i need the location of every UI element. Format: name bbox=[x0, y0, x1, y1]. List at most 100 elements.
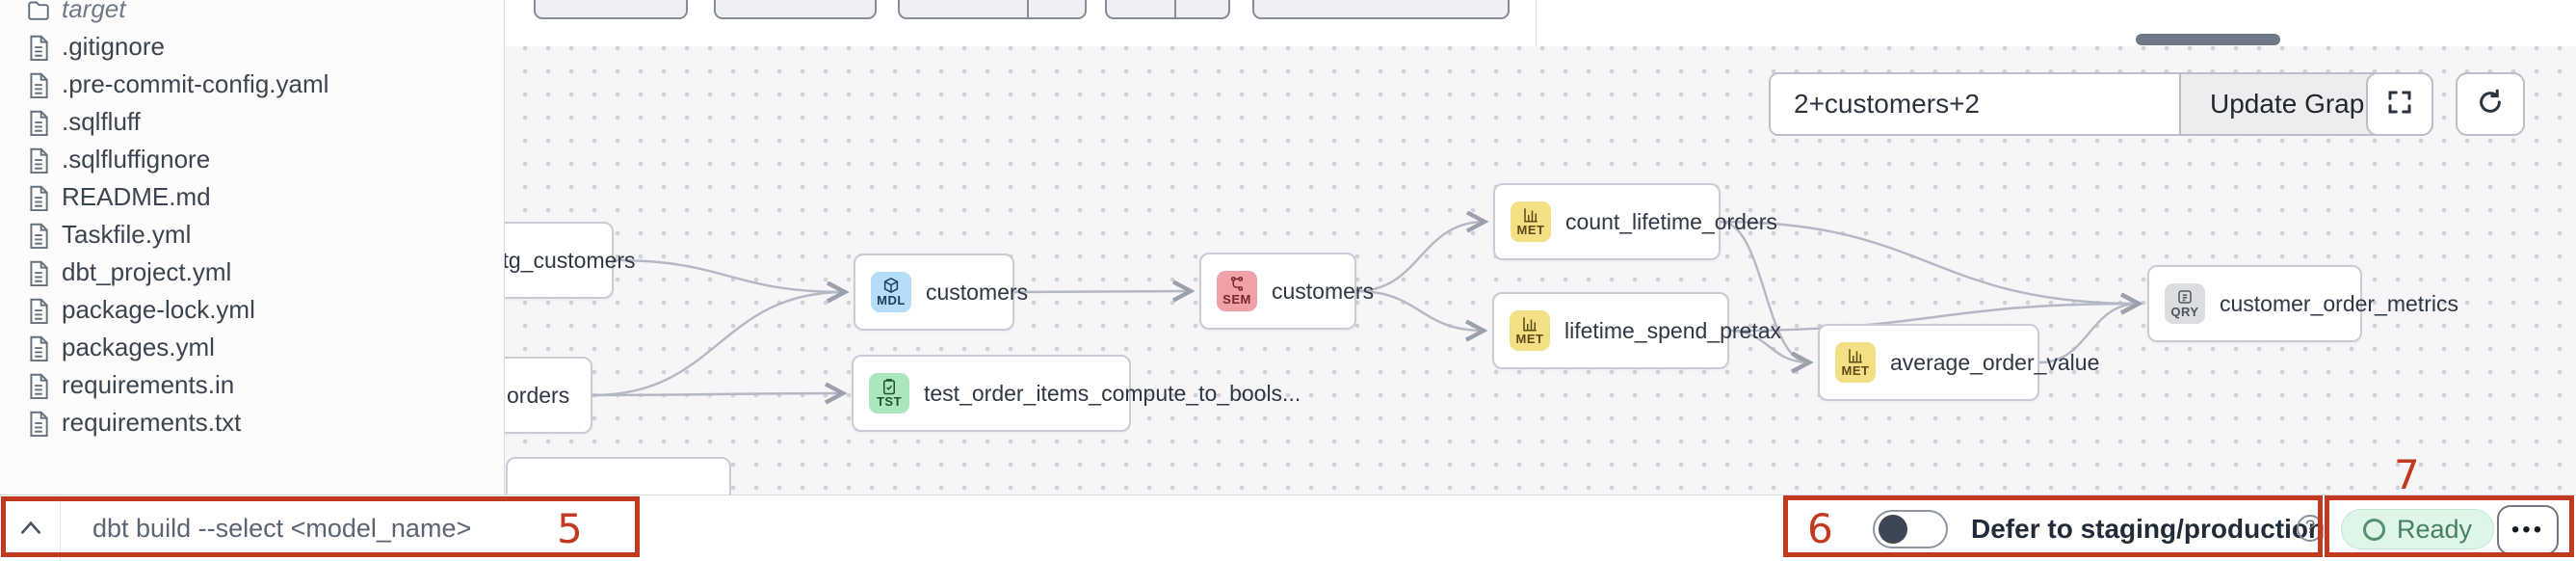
file-tree-sidebar: target .gitignore .pre-commit-config.yaml.… bbox=[0, 0, 505, 494]
file-tree-item[interactable]: packages.yml bbox=[0, 329, 504, 366]
model-icon: MDL bbox=[871, 272, 911, 312]
file-name: target bbox=[62, 0, 126, 23]
button-divider bbox=[1174, 0, 1176, 17]
lineage-node-count_lifetime_orders[interactable]: MET count_lifetime_orders bbox=[1493, 183, 1777, 260]
refresh-icon bbox=[2476, 88, 2505, 121]
file-tree-item[interactable]: .sqlfluff bbox=[0, 103, 504, 141]
lineage-node-lifetime_spend_pretax[interactable]: MET lifetime_spend_pretax bbox=[1492, 292, 1781, 369]
lineage-node-orders[interactable]: MDLorders bbox=[504, 357, 592, 434]
lineage-node-average_order_value[interactable]: MET average_order_value bbox=[1818, 324, 2099, 401]
dbt-command-input[interactable]: dbt build --select <model_name> bbox=[92, 514, 472, 543]
file-tree-item[interactable]: .sqlfluffignore bbox=[0, 141, 504, 178]
node-label: customer_order_metrics bbox=[2220, 290, 2458, 316]
file-icon bbox=[26, 109, 51, 136]
file-name: .sqlfluffignore bbox=[62, 145, 211, 174]
expand-panel-button[interactable] bbox=[13, 513, 48, 546]
toolbar-button[interactable] bbox=[898, 0, 1087, 19]
file-icon bbox=[26, 184, 51, 211]
toolbar-button[interactable] bbox=[534, 0, 688, 19]
partial-node[interactable] bbox=[506, 457, 731, 494]
toolbar-button[interactable] bbox=[714, 0, 877, 19]
toggle-knob bbox=[1879, 515, 1907, 544]
node-label: customers bbox=[926, 279, 1029, 305]
node-badge: QRY bbox=[2170, 305, 2199, 319]
semantic-icon: SEM bbox=[1217, 271, 1257, 311]
horizontal-scrollbar-thumb[interactable] bbox=[2136, 34, 2280, 45]
file-tree-item[interactable]: package-lock.yml bbox=[0, 291, 504, 329]
file-name: packages.yml bbox=[62, 333, 215, 361]
file-tree-item[interactable]: README.md bbox=[0, 178, 504, 216]
metric-icon: MET bbox=[1511, 201, 1551, 242]
toolbar-button[interactable] bbox=[1252, 0, 1510, 19]
toolbar-button[interactable] bbox=[1105, 0, 1230, 19]
refresh-button[interactable] bbox=[2456, 72, 2525, 136]
lineage-node-customer_order_metrics[interactable]: QRY customer_order_metrics bbox=[2147, 265, 2458, 342]
lineage-edges bbox=[591, 46, 2576, 494]
lineage-node-customers_model[interactable]: MDL customers bbox=[854, 254, 1028, 331]
defer-toggle[interactable] bbox=[1873, 510, 1948, 548]
button-divider bbox=[1027, 0, 1029, 17]
file-icon bbox=[26, 259, 51, 286]
file-icon bbox=[26, 334, 51, 361]
node-badge: MET bbox=[1515, 332, 1544, 346]
query-icon: QRY bbox=[2165, 283, 2205, 324]
file-tree-item[interactable]: Taskfile.yml bbox=[0, 216, 504, 254]
file-name: dbt_project.yml bbox=[62, 257, 232, 286]
lineage-node-test_order_items[interactable]: TST test_order_items_compute_to_bools... bbox=[852, 355, 1301, 432]
file-icon bbox=[26, 34, 51, 61]
file-name: requirements.txt bbox=[62, 408, 242, 437]
file-icon bbox=[26, 222, 51, 249]
file-name: package-lock.yml bbox=[62, 295, 255, 324]
help-icon[interactable]: ? bbox=[2297, 515, 2324, 542]
node-label: customers bbox=[1272, 278, 1375, 304]
file-tree-item[interactable]: .gitignore bbox=[0, 28, 504, 66]
file-tree-item[interactable]: requirements.in bbox=[0, 366, 504, 404]
lineage-node-stg_customers[interactable]: MDLstg_customers bbox=[504, 222, 636, 299]
file-list: target .gitignore .pre-commit-config.yaml.… bbox=[0, 0, 504, 441]
lineage-node-customers_sem[interactable]: SEM customers bbox=[1199, 253, 1374, 330]
metric-icon: MET bbox=[1835, 342, 1876, 383]
file-name: .sqlfluff bbox=[62, 107, 141, 136]
file-icon bbox=[26, 71, 51, 98]
node-label: orders bbox=[507, 382, 570, 408]
graph-filter-input[interactable]: 2+customers+2 bbox=[1771, 74, 2179, 134]
test-icon: TST bbox=[869, 373, 909, 414]
node-badge: MDL bbox=[877, 293, 906, 307]
node-badge: SEM bbox=[1222, 292, 1251, 307]
file-name: requirements.in bbox=[62, 370, 235, 399]
node-badge: MET bbox=[1516, 223, 1545, 237]
fullscreen-button[interactable] bbox=[2366, 72, 2433, 136]
lineage-canvas[interactable]: MDLstg_customersMDLorders MDL customersTST… bbox=[504, 46, 2576, 494]
command-statusbar: dbt build --select <model_name> Defer to… bbox=[0, 494, 2576, 561]
node-badge: TST bbox=[876, 394, 903, 409]
node-label: stg_customers bbox=[504, 247, 636, 273]
metric-icon: MET bbox=[1510, 310, 1550, 351]
file-name: .gitignore bbox=[62, 32, 165, 61]
top-toolbar-strip bbox=[504, 0, 2576, 47]
status-ring-icon bbox=[2363, 518, 2385, 541]
status-badge: Ready bbox=[2341, 509, 2495, 549]
node-label: lifetime_spend_pretax bbox=[1564, 317, 1782, 343]
file-name: README.md bbox=[62, 182, 211, 211]
node-label: count_lifetime_orders bbox=[1565, 208, 1777, 234]
fullscreen-icon bbox=[2385, 88, 2414, 121]
file-tree-item[interactable]: .pre-commit-config.yaml bbox=[0, 66, 504, 103]
node-label: average_order_value bbox=[1890, 349, 2100, 375]
file-icon bbox=[26, 147, 51, 174]
file-tree-item[interactable]: requirements.txt bbox=[0, 404, 504, 441]
file-name: .pre-commit-config.yaml bbox=[62, 69, 329, 98]
node-badge: MET bbox=[1841, 363, 1870, 378]
file-icon bbox=[26, 372, 51, 399]
file-tree-item[interactable]: dbt_project.yml bbox=[0, 254, 504, 291]
node-label: test_order_items_compute_to_bools... bbox=[924, 380, 1301, 406]
more-options-button[interactable]: ••• bbox=[2497, 505, 2559, 555]
status-badge-label: Ready bbox=[2397, 514, 2473, 544]
folder-icon bbox=[26, 0, 51, 23]
file-name: Taskfile.yml bbox=[62, 220, 192, 249]
defer-label: Defer to staging/production bbox=[1971, 513, 2326, 544]
file-tree-item[interactable]: target bbox=[0, 0, 504, 28]
panel-divider bbox=[1536, 0, 1537, 46]
graph-filter-group: 2+customers+2 Update Graph bbox=[1769, 72, 2410, 136]
chevron-up-icon bbox=[18, 519, 43, 541]
